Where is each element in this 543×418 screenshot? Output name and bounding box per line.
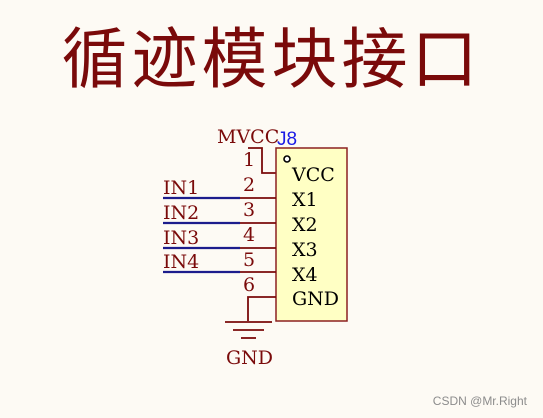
pin-name: VCC: [291, 164, 335, 186]
pin-name: GND: [292, 288, 339, 310]
pin-number: 3: [243, 199, 255, 221]
page-title: 循迹模块接口: [61, 21, 482, 98]
ground-icon: [225, 321, 272, 339]
designator-label: J8: [277, 129, 297, 150]
net-label-mvcc: MVCC: [217, 126, 279, 148]
net-label-in4: IN4: [163, 251, 199, 273]
pin-number: 6: [243, 274, 255, 296]
power-wire: [248, 147, 276, 174]
pin1-marker-icon: [283, 155, 291, 163]
connector-body: [275, 147, 348, 322]
net-label-in3: IN3: [163, 227, 199, 249]
pin-name: X2: [292, 214, 318, 236]
pin-number: 5: [243, 249, 255, 271]
watermark: CSDN @Mr.Right: [432, 394, 527, 408]
pin-name: X3: [292, 239, 318, 261]
net-label-in1: IN1: [163, 177, 199, 199]
pin-name: X4: [292, 264, 318, 286]
ground-wire: [247, 296, 276, 321]
pin-name: X1: [292, 189, 318, 211]
net-label-in2: IN2: [163, 202, 199, 224]
pin-number: 1: [243, 149, 255, 171]
pin-number: 4: [243, 224, 255, 246]
pin-number: 2: [243, 174, 255, 196]
net-label-gnd: GND: [226, 347, 273, 369]
